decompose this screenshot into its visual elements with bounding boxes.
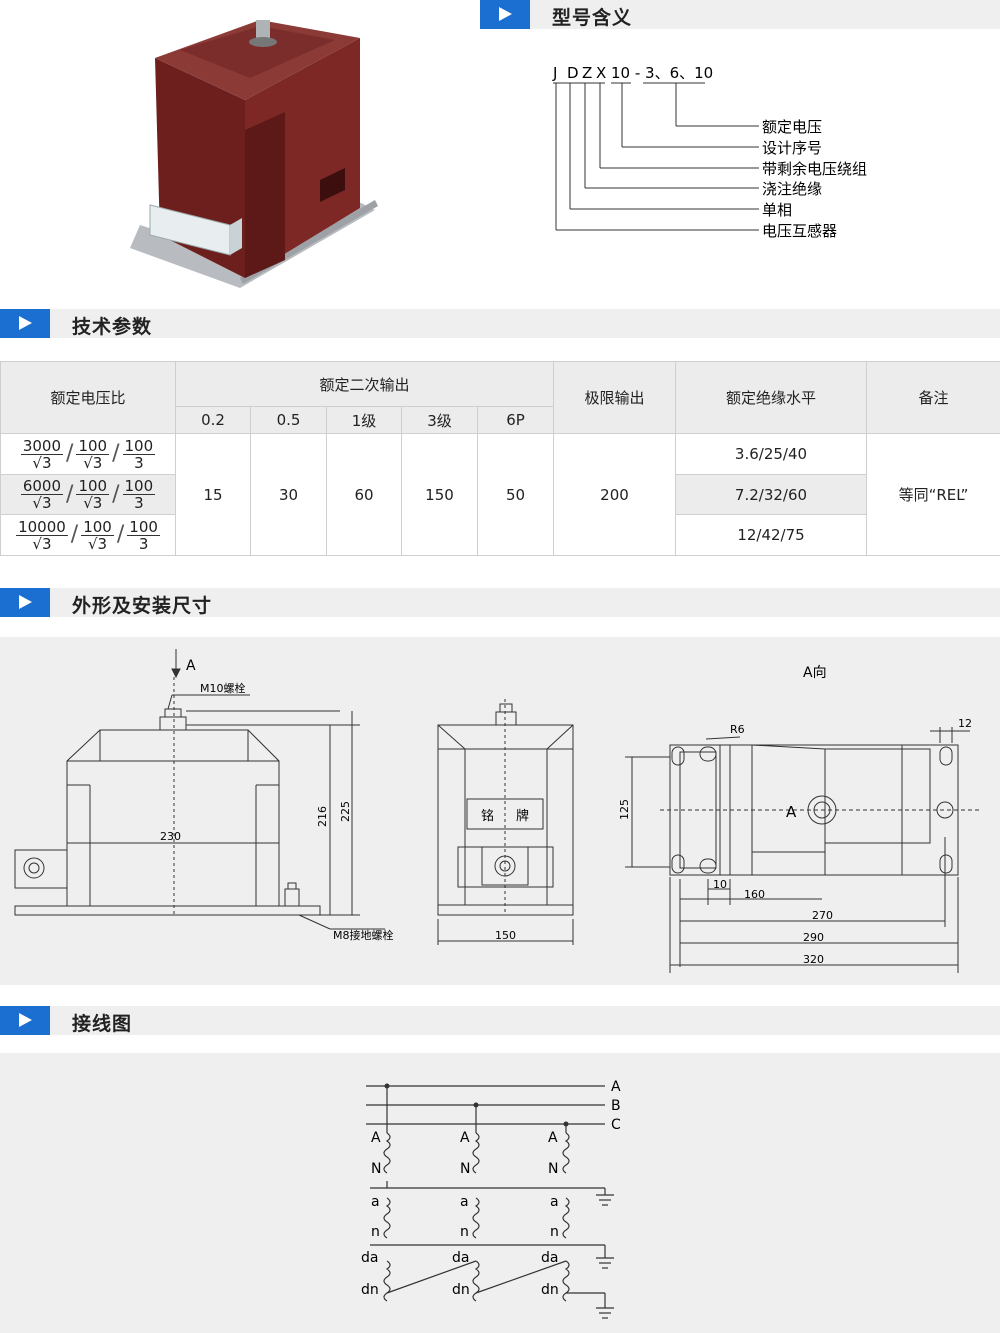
dim-290: 290 <box>803 931 824 944</box>
m10-bolt-label: M10螺栓 <box>200 681 246 695</box>
wiring-diagram: A B C A N a n da dn A N a n da dn A N a … <box>0 1053 1000 1333</box>
class-6p: 6P <box>477 406 554 434</box>
dim-125: 125 <box>618 799 631 820</box>
meaning-design-serial: 设计序号 <box>762 139 822 157</box>
output-0-5: 30 <box>250 433 327 556</box>
base-plate <box>130 200 375 288</box>
code-letter-d: D <box>567 64 579 82</box>
code-letter-j: J <box>552 64 557 82</box>
play-icon <box>480 0 530 29</box>
bus-a-label: A <box>611 1079 621 1095</box>
dim-10: 10 <box>713 878 727 891</box>
t1-res-top: da <box>361 1250 378 1266</box>
code-letter-x: X <box>596 64 606 82</box>
tech-table-wrap: 额定电压比 额定二次输出 极限输出 额定绝缘水平 备注 0.2 0.5 1级 3… <box>0 361 1000 556</box>
limit-output: 200 <box>553 433 676 556</box>
t2-res-bot: dn <box>452 1282 470 1298</box>
t3-res-top: da <box>541 1250 558 1266</box>
t2-sec-top: a <box>460 1194 469 1210</box>
meaning-residual-winding: 带剩余电压绕组 <box>762 160 867 178</box>
section-title-tech: 技术参数 <box>72 316 153 338</box>
dim-150: 150 <box>495 929 516 942</box>
tech-table: 额定电压比 额定二次输出 极限输出 额定绝缘水平 备注 0.2 0.5 1级 3… <box>0 361 1000 556</box>
output-0-2: 15 <box>175 433 251 556</box>
nameplate-char-1: 铭 <box>481 809 494 824</box>
meaning-single-phase: 单相 <box>762 201 792 219</box>
dimension-drawing: A M10螺栓 M8接地螺栓 230 216 225 铭 牌 150 A向 R6… <box>0 637 1000 985</box>
play-icon <box>0 588 50 617</box>
t3-prim-bot: N <box>548 1161 558 1177</box>
class-0-5: 0.5 <box>250 406 327 434</box>
transformer-3 <box>562 1124 570 1302</box>
dim-160: 160 <box>744 888 765 901</box>
class-1: 1级 <box>326 406 402 434</box>
col-note-header: 备注 <box>866 361 1000 434</box>
bus-b-label: B <box>611 1098 621 1114</box>
play-icon <box>0 309 50 338</box>
r6-label: R6 <box>730 723 745 736</box>
play-icon <box>0 1006 50 1035</box>
a-view-arrow-mark: A <box>786 803 797 821</box>
t1-sec-top: a <box>371 1194 380 1210</box>
output-3: 150 <box>401 433 478 556</box>
section-header-model: 型号含义 <box>480 0 1000 29</box>
t1-prim-bot: N <box>371 1161 381 1177</box>
meaning-rated-voltage: 额定电压 <box>762 118 822 136</box>
dim-230: 230 <box>160 830 181 843</box>
dim-12: 12 <box>958 717 972 730</box>
insulation-row-3: 12/42/75 <box>675 514 867 556</box>
section-title-model: 型号含义 <box>552 7 633 29</box>
product-image <box>130 20 378 288</box>
meaning-voltage-transformer: 电压互感器 <box>762 222 837 240</box>
col-secondary-header: 额定二次输出 <box>175 361 554 407</box>
t1-res-bot: dn <box>361 1282 379 1298</box>
col-limit-header: 极限输出 <box>553 361 676 434</box>
code-letter-z: Z <box>582 64 592 82</box>
col-insulation-header: 额定绝缘水平 <box>675 361 867 434</box>
insulation-row-2: 7.2/32/60 <box>675 474 867 515</box>
t1-sec-bot: n <box>371 1224 380 1240</box>
transformer-1 <box>383 1086 391 1302</box>
dim-320: 320 <box>803 953 824 966</box>
dim-225: 225 <box>339 801 352 822</box>
section-title-dims: 外形及安装尺寸 <box>72 595 213 617</box>
note-cell: 等同“REL” <box>866 433 1000 556</box>
t3-sec-top: a <box>550 1194 559 1210</box>
a-view-label: A向 <box>803 665 827 681</box>
output-6p: 50 <box>477 433 554 556</box>
t3-res-bot: dn <box>541 1282 559 1298</box>
t2-res-top: da <box>452 1250 469 1266</box>
transformer-2 <box>472 1105 480 1302</box>
section-header-dims: 外形及安装尺寸 <box>0 588 1000 617</box>
dim-216: 216 <box>316 806 329 827</box>
col-ratio-header: 额定电压比 <box>0 361 176 434</box>
t2-prim-top: A <box>460 1130 470 1146</box>
arrow-a-label: A <box>186 658 196 674</box>
class-0-2: 0.2 <box>175 406 251 434</box>
t3-prim-top: A <box>548 1130 558 1146</box>
insulation-row-1: 3.6/25/40 <box>675 433 867 475</box>
t3-sec-bot: n <box>550 1224 559 1240</box>
section-header-tech: 技术参数 <box>0 309 1000 338</box>
m8-ground-label: M8接地螺栓 <box>333 928 394 942</box>
section-title-wiring: 接线图 <box>72 1013 133 1035</box>
code-suffix: 10 - 3、6、10 <box>611 64 713 82</box>
t1-prim-top: A <box>371 1130 381 1146</box>
top-bolt <box>256 20 270 40</box>
nameplate-char-2: 牌 <box>516 808 529 824</box>
class-3: 3级 <box>401 406 478 434</box>
t2-prim-bot: N <box>460 1161 470 1177</box>
t2-sec-bot: n <box>460 1224 469 1240</box>
output-1: 60 <box>326 433 402 556</box>
bus-c-label: C <box>611 1117 621 1133</box>
model-code-diagram: J D Z X 10 - 3、6、10 额定电压 设计序号 带剩余电压绕组 浇注… <box>552 64 867 240</box>
meaning-cast-insulation: 浇注绝缘 <box>762 180 822 198</box>
dim-270: 270 <box>812 909 833 922</box>
section-header-wiring: 接线图 <box>0 1006 1000 1035</box>
